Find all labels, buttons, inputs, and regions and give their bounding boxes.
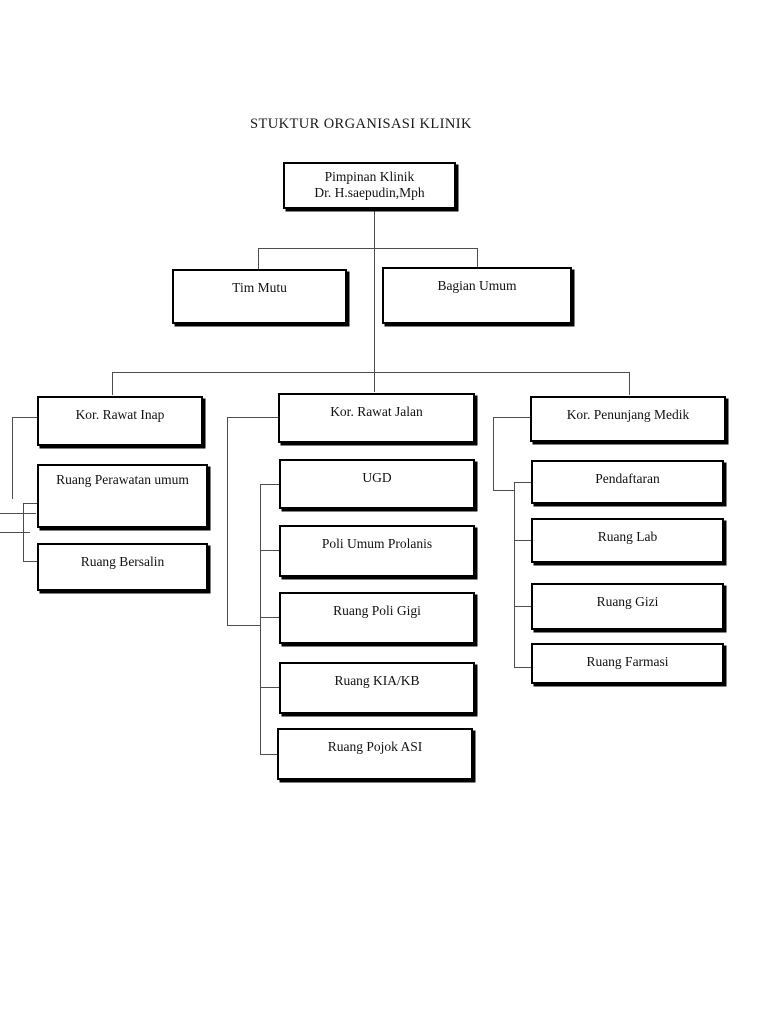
connector-drop-kor-penunjang-medik [629,372,631,395]
connector-right-stub-ruang-lab [514,540,532,542]
node-pimpinan-klinik[interactable]: Pimpinan Klinik Dr. H.saepudin,Mph [283,162,456,209]
connector-mid-junction [227,625,261,627]
node-label-ruang-gizi: Ruang Gizi [596,594,659,609]
node-kor-penunjang-medik[interactable]: Kor. Penunjang Medik [530,396,726,442]
node-label-kor-rawat-inap: Kor. Rawat Inap [75,407,165,422]
node-label-ugd: UGD [362,470,392,485]
node-ugd[interactable]: UGD [279,459,475,509]
node-label-ruang-pojok-asi: Ruang Pojok ASI [327,739,423,754]
connector-left-stub-kor-rawat-inap [12,417,39,419]
connector-right-inner-trunk [514,482,516,668]
node-ruang-gizi[interactable]: Ruang Gizi [531,583,724,630]
node-tim-mutu[interactable]: Tim Mutu [172,269,347,324]
connector-drop-kor-rawat-inap [112,372,114,395]
connector-left-stub-perawatan [23,503,39,505]
node-ruang-farmasi[interactable]: Ruang Farmasi [531,643,724,684]
node-label-ruang-bersalin: Ruang Bersalin [80,554,165,569]
connector-mid-stub-poli-umum-prolanis [260,550,279,552]
node-label-kor-penunjang-medik: Kor. Penunjang Medik [566,407,690,422]
node-poli-umum-prolanis[interactable]: Poli Umum Prolanis [279,525,475,577]
page-title: STUKTUR ORGANISASI KLINIK [250,116,472,132]
node-kor-rawat-inap[interactable]: Kor. Rawat Inap [37,396,203,446]
node-label-ruang-farmasi: Ruang Farmasi [586,654,669,669]
connector-mid-inner-trunk [260,484,262,755]
node-label-pendaftaran: Pendaftaran [595,471,660,486]
connector-level2-bus [258,248,478,250]
connector-mid-stub-ruang-pojok-asi [260,754,278,756]
connector-drop-bagian-umum [477,248,479,269]
connector-root-stem [374,210,376,392]
node-label-bagian-umum: Bagian Umum [437,278,517,293]
node-ruang-lab[interactable]: Ruang Lab [531,518,724,563]
connector-mid-stub-ruang-kia-kb [260,687,279,689]
node-label-ruang-kia-kb: Ruang KIA/KB [334,673,420,688]
node-label-ruang-poli-gigi: Ruang Poli Gigi [333,603,421,618]
connector-right-stub-kor-penunjang-medik [493,417,532,419]
connector-right-stub-ruang-gizi [514,606,532,608]
connector-mid-stub-kor-rawat-jalan [227,417,279,419]
connector-mid-outer-trunk [227,417,229,626]
node-label-ruang-lab: Ruang Lab [597,529,658,544]
connector-mid-stub-ruang-poli-gigi [260,617,279,619]
node-label-pimpinan-klinik: Pimpinan Klinik [324,169,415,184]
connector-left-edge-upper [0,513,36,515]
connector-right-junction [493,490,515,492]
connector-left-stub-bersalin [23,561,39,563]
node-label-poli-umum-prolanis: Poli Umum Prolanis [321,536,433,551]
connector-left-edge-lower [0,532,30,534]
node-ruang-perawatan-umum[interactable]: Ruang Perawatan umum [37,464,208,528]
node-ruang-bersalin[interactable]: Ruang Bersalin [37,543,208,591]
node-label-tim-mutu: Tim Mutu [232,280,287,295]
connector-level3-bus [112,372,630,374]
connector-mid-stub-ugd [260,484,279,486]
node-label-ruang-perawatan-umum: Ruang Perawatan umum [56,472,189,487]
node-ruang-poli-gigi[interactable]: Ruang Poli Gigi [279,592,475,644]
node-pendaftaran[interactable]: Pendaftaran [531,460,724,504]
node-ruang-kia-kb[interactable]: Ruang KIA/KB [279,662,475,714]
node-label-pimpinan-klinik-name: Dr. H.saepudin,Mph [314,185,425,201]
node-ruang-pojok-asi[interactable]: Ruang Pojok ASI [277,728,473,780]
connector-right-stub-ruang-farmasi [514,667,532,669]
node-label-kor-rawat-jalan: Kor. Rawat Jalan [330,404,423,419]
connector-right-stub-pendaftaran [514,482,532,484]
connector-left-outer-trunk [12,417,14,499]
connector-right-outer-trunk [493,417,495,491]
node-bagian-umum[interactable]: Bagian Umum [382,267,572,324]
connector-drop-tim-mutu [258,248,260,269]
node-kor-rawat-jalan[interactable]: Kor. Rawat Jalan [278,393,475,443]
